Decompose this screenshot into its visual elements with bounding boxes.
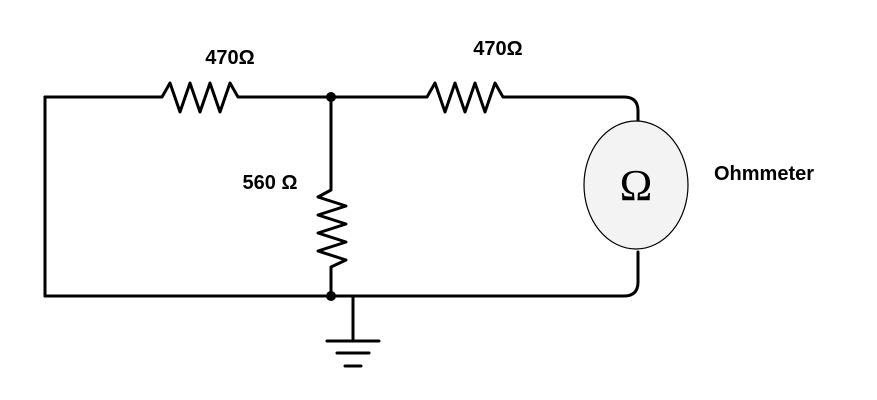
label-resistor-middle: 560 Ω	[243, 172, 298, 194]
wire-top-right-to-meter	[528, 95, 640, 126]
ground-icon	[325, 294, 381, 368]
wire-bottom-right-to-meter	[329, 250, 640, 298]
resistor-top-left	[153, 81, 269, 114]
label-resistor-top-left: 470Ω	[205, 47, 254, 69]
ohmmeter-body	[583, 120, 689, 250]
junction-bottom	[326, 291, 336, 301]
junction-top	[326, 92, 336, 102]
resistor-top-right	[418, 81, 532, 114]
label-resistor-top-right: 470Ω	[473, 38, 522, 60]
resistor-middle	[316, 183, 348, 274]
ohm-symbol-icon: Ω	[620, 161, 653, 210]
label-ohmmeter: Ohmmeter	[714, 163, 814, 185]
ohmmeter: Ω	[583, 120, 689, 250]
